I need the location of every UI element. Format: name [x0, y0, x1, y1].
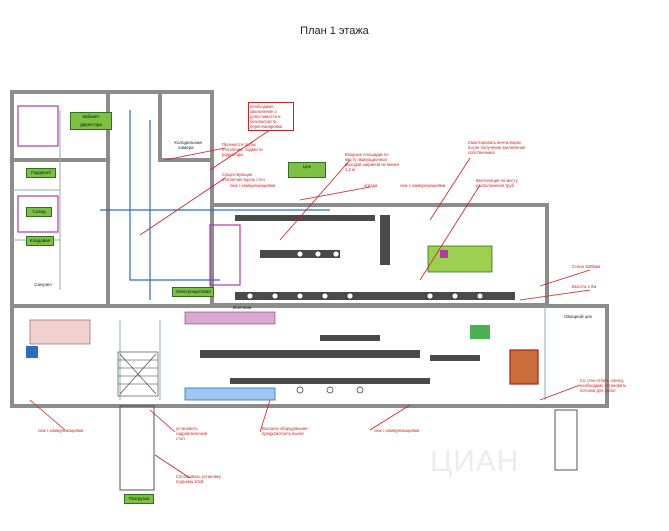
colored-equipment — [26, 245, 539, 401]
walls — [10, 90, 609, 408]
room-label: Холодильная камера — [174, 140, 202, 150]
equipment-rows — [200, 215, 515, 384]
room-label: Санузел — [34, 282, 52, 287]
annotation-note: ограда — [364, 183, 378, 188]
annotation-note: люк с коммуникациями — [38, 428, 84, 433]
annotation-note: необходимо заключение о допустимости и б… — [248, 102, 294, 131]
room-label: Моечная — [232, 305, 252, 310]
annotation-note: Существующие отопления вдоль стен — [222, 172, 265, 182]
watermark: ЦИАН — [430, 445, 520, 478]
loading-corridor — [119, 405, 578, 491]
annotation-note: Согласовать установку подъема 10х6 — [176, 474, 221, 484]
annotation-note: Со стен отбить плитку, необходимо устано… — [580, 378, 627, 393]
annotation-note: Входные площадки по месту эвакуационных … — [345, 152, 400, 172]
annotation-note: установить гидравлический стол — [176, 426, 207, 441]
annotation-note: Вентиляция по месту расположения труб — [476, 178, 518, 188]
room-label: Склад — [26, 207, 52, 217]
annotation-note: Высота 2,0м — [572, 284, 597, 289]
page-title: План 1 этажа — [300, 25, 369, 37]
annotation-note: Стена 1800мм — [572, 264, 601, 269]
annotation-note: Смонтировать вентиляцию после получения … — [468, 140, 526, 155]
annotation-note: люк с коммуникациями — [230, 183, 276, 188]
staircase — [117, 351, 159, 397]
annotation-note: Высокое оборудование - предусмотреть вын… — [262, 426, 311, 436]
equipment-circles — [246, 250, 484, 394]
room-label: Кабинет директора — [70, 112, 112, 130]
room-label: Гардероб — [26, 168, 56, 178]
ventilation-lines — [100, 110, 330, 300]
magenta-zones — [17, 105, 241, 286]
annotation-note: люк с коммуникациями — [374, 428, 420, 433]
room-label: Кладовая — [26, 236, 54, 246]
entrance-label: Разгрузка — [124, 494, 154, 504]
annotation-note: Перенести трубы отопления, подвести ради… — [222, 142, 263, 157]
annotation-leaders — [29, 129, 591, 479]
room-label: Электрощитовая — [172, 287, 214, 297]
room-label: Цех — [288, 162, 326, 178]
annotation-note: люк с коммуникациями — [400, 183, 446, 188]
room-label: Овощной цех — [564, 314, 592, 319]
